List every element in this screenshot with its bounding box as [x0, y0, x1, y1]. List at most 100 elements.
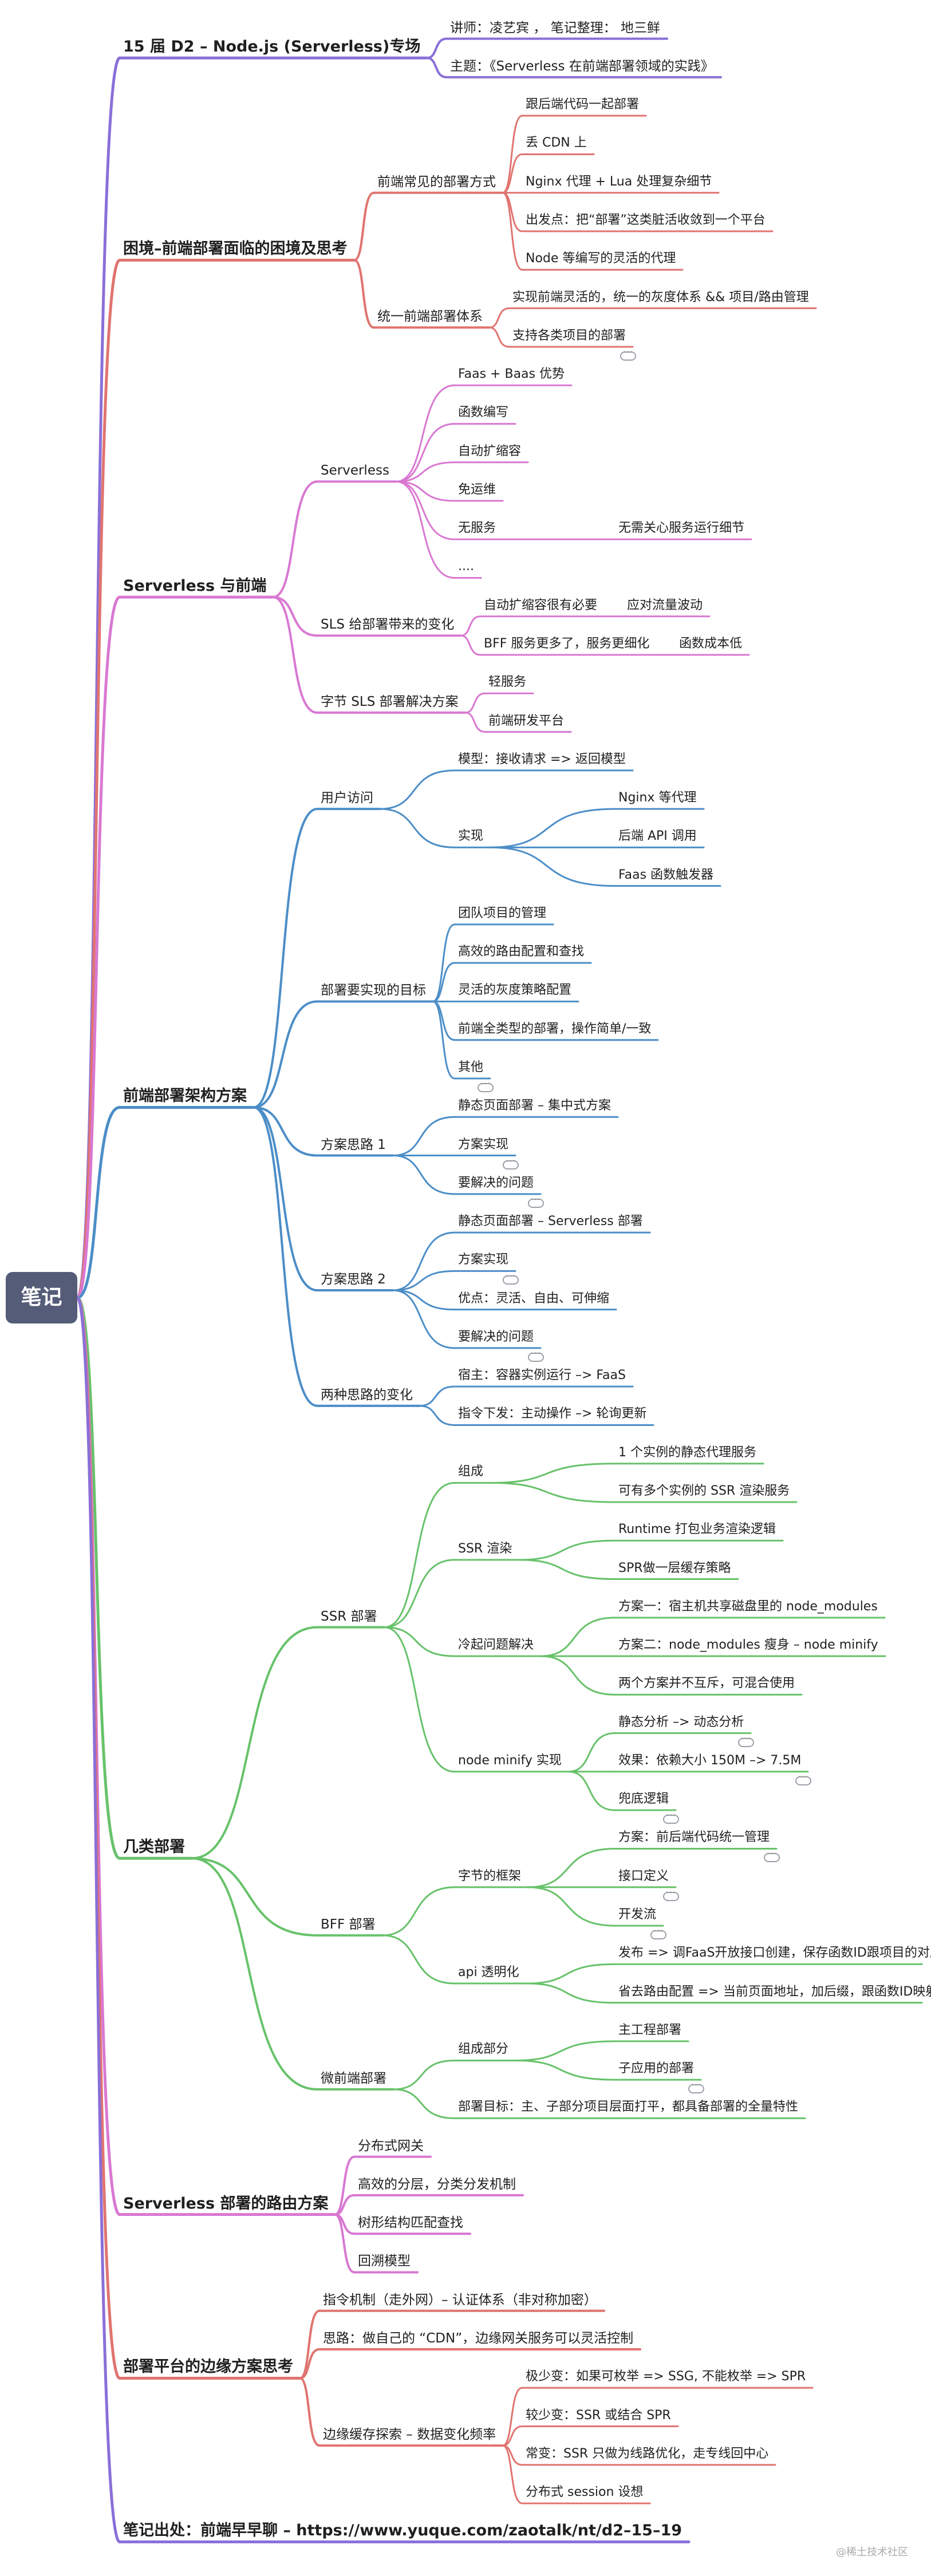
topic-node[interactable]: 15 届 D2 – Node.js (Serverless)专场	[123, 38, 421, 56]
subtopic-node[interactable]: 统一前端部署体系	[377, 309, 483, 325]
leaf-node[interactable]: 优点：灵活、自由、可伸缩	[458, 1291, 610, 1306]
leaf-node[interactable]: 静态页面部署 – Serverless 部署	[458, 1214, 643, 1229]
topic-node[interactable]: Serverless 部署的路由方案	[123, 2194, 329, 2212]
leaf-node[interactable]: 出发点：把“部署”这类脏活收敛到一个平台	[526, 213, 766, 227]
leaf-node[interactable]: 较少变：SSR 或结合 SPR	[526, 2408, 671, 2423]
leaf-node[interactable]: 树形结构匹配查找	[358, 2215, 463, 2231]
leaf-node[interactable]: 指令下发：主动操作 –> 轮询更新	[458, 1406, 647, 1421]
subtopic-node[interactable]: 方案思路 1	[321, 1137, 386, 1152]
leaf-node[interactable]: 前端研发平台	[488, 713, 565, 728]
subtopic-node[interactable]: 冷起问题解决	[458, 1638, 534, 1653]
leaf-node[interactable]: 实现前端灵活的，统一的灰度体系 && 项目/路由管理	[512, 290, 809, 305]
leaf-node[interactable]: 静态分析 –> 动态分析	[618, 1714, 744, 1729]
subtopic-node[interactable]: BFF 部署	[321, 1917, 376, 1932]
subtopic-node[interactable]: 边缘缓存探索 – 数据变化频率	[323, 2427, 496, 2443]
collapsed-more-icon[interactable]	[663, 1887, 679, 1901]
topic-node[interactable]: 笔记出处：前端早早聊 – https://www.yuque.com/zaota…	[123, 2522, 683, 2540]
leaf-node[interactable]: 常变：SSR 只做为线路优化，走专线回中心	[526, 2446, 769, 2461]
leaf-node[interactable]: 指令机制（走外网）– 认证体系（非对称加密）	[323, 2292, 597, 2308]
leaf-node[interactable]: 1 个实例的静态代理服务	[618, 1445, 756, 1460]
leaf-node[interactable]: Faas 函数触发器	[618, 867, 714, 882]
leaf-node[interactable]: 其他	[458, 1060, 484, 1074]
leaf-node[interactable]: 要解决的问题	[458, 1175, 534, 1190]
collapsed-more-icon[interactable]	[478, 1078, 494, 1092]
leaf-node[interactable]: SPR做一层缓存策略	[618, 1560, 731, 1575]
subtopic-node[interactable]: node minify 实现	[458, 1753, 562, 1768]
leaf-node[interactable]: 轻服务	[488, 675, 527, 690]
subtopic-node[interactable]: 前端常见的部署方式	[377, 174, 496, 189]
leaf-node[interactable]: 兜底逻辑	[618, 1792, 669, 1807]
topic-node[interactable]: 前端部署架构方案	[123, 1087, 247, 1105]
collapsed-more-icon[interactable]	[688, 2079, 704, 2094]
leaf-node[interactable]: 省去路由配置 => 当前页面地址，加后缀，跟函数ID映射	[618, 1984, 931, 1999]
leaf-node[interactable]: 团队项目的管理	[458, 906, 547, 920]
leaf-node[interactable]: 分布式网关	[358, 2138, 424, 2154]
subtopic-node[interactable]: Serverless	[321, 463, 389, 479]
topic-node[interactable]: 几类部署	[123, 1838, 185, 1856]
collapsed-more-icon[interactable]	[663, 1809, 679, 1824]
subtopic-node[interactable]: 自动扩缩容很有必要	[484, 598, 598, 613]
subtopic-node[interactable]: 部署要实现的目标	[321, 983, 426, 998]
leaf-node[interactable]: 跟后端代码一起部署	[526, 97, 640, 112]
leaf-node[interactable]: 发布 => 调FaaS开放接口创建，保存函数ID跟项目的对应关系	[618, 1946, 931, 1961]
subtopic-node[interactable]: SLS 给部署带来的变化	[321, 617, 455, 633]
subtopic-node[interactable]: 组成部分	[458, 2042, 509, 2057]
collapsed-more-icon[interactable]	[738, 1733, 754, 1747]
subtopic-node[interactable]: 字节 SLS 部署解决方案	[321, 694, 459, 709]
leaf-node[interactable]: 方案：前后端代码统一管理	[618, 1830, 770, 1845]
leaf-node[interactable]: 可有多个实例的 SSR 渲染服务	[618, 1484, 790, 1498]
leaf-node[interactable]: Nginx 代理 + Lua 处理复杂细节	[526, 174, 712, 189]
subtopic-node[interactable]: api 透明化	[458, 1965, 519, 1980]
subtopic-node[interactable]: 实现	[458, 829, 484, 844]
leaf-node[interactable]: 灵活的灰度策略配置	[458, 983, 572, 998]
leaf-node[interactable]: 子应用的部署	[618, 2061, 695, 2076]
topic-node[interactable]: Serverless 与前端	[123, 577, 267, 595]
subtopic-node[interactable]: 两种思路的变化	[321, 1387, 413, 1402]
subtopic-node[interactable]: 字节的框架	[458, 1868, 522, 1883]
leaf-node[interactable]: 前端全类型的部署，操作简单/一致	[458, 1021, 652, 1036]
leaf-node[interactable]: 支持各类项目的部署	[512, 328, 626, 343]
collapsed-more-icon[interactable]	[795, 1771, 811, 1785]
leaf-node[interactable]: 要解决的问题	[458, 1329, 534, 1344]
leaf-node[interactable]: 丢 CDN 上	[526, 136, 587, 151]
subtopic-node[interactable]: SSR 渲染	[458, 1541, 512, 1556]
leaf-node[interactable]: 接口定义	[618, 1868, 669, 1883]
leaf-node[interactable]: 后端 API 调用	[618, 829, 697, 844]
leaf-node[interactable]: 方案实现	[458, 1137, 509, 1152]
leaf-node[interactable]: 静态页面部署 – 集中式方案	[458, 1099, 611, 1113]
leaf-node[interactable]: 两个方案并不互斥，可混合使用	[618, 1676, 795, 1691]
leaf-node[interactable]: 函数编写	[458, 405, 509, 420]
leaf-node[interactable]: Nginx 等代理	[618, 791, 697, 805]
subtopic-node[interactable]: 组成	[458, 1464, 484, 1479]
topic-node[interactable]: 部署平台的边缘方案思考	[123, 2358, 293, 2376]
collapsed-more-icon[interactable]	[528, 1194, 544, 1208]
leaf-node[interactable]: 部署目标：主、子部分项目层面打平，都具备部署的全量特性	[458, 2100, 799, 2115]
leaf-node[interactable]: Node 等编写的灵活的代理	[526, 251, 676, 266]
leaf-node[interactable]: 方案二：node_modules 瘦身 – node minify	[618, 1638, 878, 1653]
leaf-node[interactable]: 宿主：容器实例运行 –> FaaS	[458, 1368, 626, 1383]
leaf-node[interactable]: 高效的分层，分类分发机制	[358, 2176, 516, 2192]
leaf-node[interactable]: 主工程部署	[618, 2022, 682, 2037]
leaf-node[interactable]: Faas + Baas 优势	[458, 367, 565, 382]
leaf-node[interactable]: 无需关心服务运行细节	[618, 521, 745, 536]
collapsed-more-icon[interactable]	[620, 346, 636, 361]
leaf-node[interactable]: 思路：做自己的 “CDN”，边缘网关服务可以灵活控制	[323, 2331, 634, 2346]
leaf-node[interactable]: Runtime 打包业务渲染逻辑	[618, 1522, 776, 1537]
collapsed-more-icon[interactable]	[503, 1270, 519, 1285]
subtopic-node[interactable]: SSR 部署	[321, 1609, 377, 1624]
subtopic-node[interactable]: 无服务	[458, 521, 496, 536]
leaf-node[interactable]: 高效的路由配置和查找	[458, 945, 585, 959]
leaf-node[interactable]: 极少变：如果可枚举 => SSG, 不能枚举 => SPR	[526, 2369, 806, 2384]
leaf-node[interactable]: 函数成本低	[679, 637, 743, 651]
leaf-node[interactable]: 主题：《Serverless 在前端部署领域的实践》	[450, 58, 714, 74]
leaf-node[interactable]: 讲师：凌艺宾 ， 笔记整理： 地三鲜	[450, 20, 660, 35]
collapsed-more-icon[interactable]	[650, 1925, 666, 1939]
leaf-node[interactable]: 分布式 session 设想	[526, 2485, 644, 2500]
topic-node[interactable]: 困境–前端部署面临的困境及思考	[123, 240, 348, 258]
root-node[interactable]: 笔记	[6, 1272, 77, 1323]
collapsed-more-icon[interactable]	[528, 1348, 544, 1362]
subtopic-node[interactable]: BFF 服务更多了，服务更细化	[484, 637, 650, 651]
subtopic-node[interactable]: 用户访问	[321, 791, 373, 806]
subtopic-node[interactable]: 方案思路 2	[321, 1272, 386, 1287]
collapsed-more-icon[interactable]	[503, 1155, 519, 1170]
